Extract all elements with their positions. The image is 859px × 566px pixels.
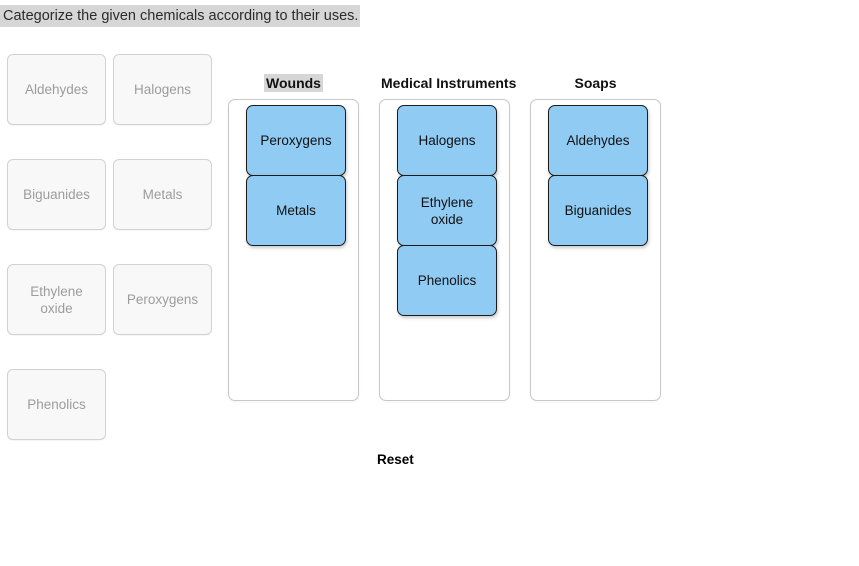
drop-column-title-wounds: Wounds: [264, 74, 323, 92]
placed-card[interactable]: Aldehydes: [548, 105, 648, 176]
source-card[interactable]: Aldehydes: [7, 54, 106, 125]
placed-card[interactable]: Biguanides: [548, 175, 648, 246]
source-card[interactable]: Peroxygens: [113, 264, 212, 335]
source-card[interactable]: Metals: [113, 159, 212, 230]
placed-card[interactable]: Ethylene oxide: [397, 175, 497, 246]
reset-button[interactable]: Reset: [377, 452, 414, 467]
placed-card[interactable]: Halogens: [397, 105, 497, 176]
placed-card[interactable]: Metals: [246, 175, 346, 246]
drop-column-title-medical-instruments: Medical Instruments: [381, 75, 517, 91]
source-card[interactable]: Halogens: [113, 54, 212, 125]
source-card[interactable]: Biguanides: [7, 159, 106, 230]
question-prompt: Categorize the given chemicals according…: [0, 5, 361, 27]
question-prompt-text: Categorize the given chemicals according…: [0, 5, 361, 27]
drop-column-header-soaps: Soaps: [530, 74, 661, 92]
drop-column-header-wounds: Wounds: [228, 74, 359, 92]
placed-card[interactable]: Phenolics: [397, 245, 497, 316]
placed-card[interactable]: Peroxygens: [246, 105, 346, 176]
source-card[interactable]: Ethylene oxide: [7, 264, 106, 335]
drop-column-title-soaps: Soaps: [574, 75, 617, 91]
drop-column-header-medical-instruments: Medical Instruments: [379, 74, 516, 92]
source-row: Phenolics: [7, 369, 222, 440]
source-card[interactable]: Phenolics: [7, 369, 106, 440]
